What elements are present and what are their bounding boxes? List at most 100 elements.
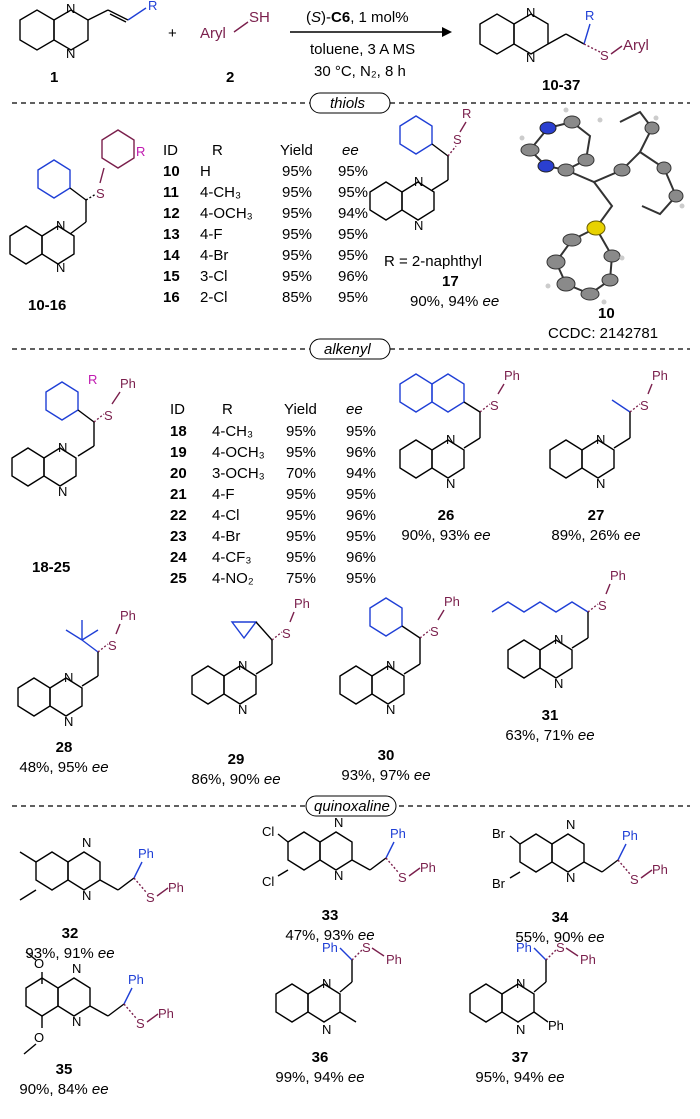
atom-N: N — [446, 476, 455, 491]
structure-10-16: R S N N — [9, 129, 145, 275]
atom-N: N — [334, 815, 343, 830]
atom-N: N — [554, 632, 563, 647]
row-id: 21 — [170, 486, 187, 503]
row-id: 20 — [170, 465, 187, 482]
atom-Ph: Ph — [120, 376, 136, 391]
structure-28: S Ph N N — [17, 608, 136, 729]
compound-result: 55%, 90% ee — [515, 929, 604, 946]
structure-29: S Ph N N — [191, 596, 310, 717]
atom-N: N — [238, 658, 247, 673]
structure-27: S Ph N N — [549, 368, 668, 491]
row-r: 4-Br — [200, 247, 228, 264]
compound-result: 90%, 84% ee — [19, 1081, 108, 1098]
atom-Ph: Ph — [158, 1006, 174, 1021]
compound-result: 48%, 95% ee — [19, 759, 108, 776]
atom-Ph: Ph — [322, 940, 338, 955]
row-id: 22 — [170, 507, 187, 524]
note-17: R = 2-naphthyl — [384, 253, 482, 270]
atom-Ph: Ph — [504, 368, 520, 383]
row-yield: 95% — [282, 268, 312, 285]
atom-N: N — [322, 1022, 331, 1037]
row-ee: 96% — [346, 549, 376, 566]
structure-30: S Ph N N — [339, 594, 460, 717]
compound-label: 28 — [56, 739, 73, 756]
product-label: 10-37 — [542, 77, 580, 94]
atom-N: N — [414, 174, 423, 189]
compound-result: 90%, 93% ee — [401, 527, 490, 544]
atom-S: S — [630, 872, 639, 887]
atom-N: N — [554, 676, 563, 691]
row-id: 19 — [170, 444, 187, 461]
plus-sign: + — [168, 25, 177, 42]
atom-Br: Br — [492, 876, 506, 891]
atom-Ph: Ph — [516, 940, 532, 955]
substrate-label: 1 — [50, 69, 58, 86]
compound-label: 33 — [322, 907, 339, 924]
conditions-temp: 30 °C, N₂, 8 h — [314, 63, 406, 80]
atom-R: R — [462, 106, 471, 121]
atom-N: N — [446, 432, 455, 447]
row-id: 11 — [163, 184, 179, 201]
col-r: R — [222, 401, 233, 418]
col-ee: ee — [346, 401, 363, 418]
row-r: 4-OCH₃ — [200, 205, 253, 222]
atom-N: N — [596, 476, 605, 491]
row-id: 15 — [163, 268, 180, 285]
atom-N: N — [82, 888, 91, 903]
structure-31: S Ph N N — [491, 568, 626, 691]
row-r: 4-CH₃ — [212, 423, 253, 440]
atom-Ph: Ph — [138, 846, 154, 861]
atom-Ph: Ph — [622, 828, 638, 843]
row-id: 14 — [163, 247, 180, 264]
section-label-thiols: thiols — [330, 95, 366, 112]
atom-N: N — [72, 961, 81, 976]
atom-S: S — [598, 598, 607, 613]
atom-S: S — [556, 940, 565, 955]
atom-N: N — [238, 702, 247, 717]
compound-result: 95%, 94% ee — [475, 1069, 564, 1086]
row-id: 25 — [170, 570, 187, 587]
atom-Ph: Ph — [386, 952, 402, 967]
catalyst-text: (S)-C6, 1 mol% — [306, 9, 409, 26]
row-r: 4-F — [212, 486, 235, 503]
atom-Ph: Ph — [128, 972, 144, 987]
atom-Ph: Ph — [652, 368, 668, 383]
row-r: 4-F — [200, 226, 223, 243]
atom-N: N — [334, 868, 343, 883]
atom-Ph: Ph — [580, 952, 596, 967]
compound-label: 35 — [56, 1061, 73, 1078]
atom-S: S — [490, 398, 499, 413]
conditions-solvent: toluene, 3 A MS — [310, 41, 415, 58]
row-ee: 94% — [338, 205, 368, 222]
structure-37: Ph S Ph N N Ph — [469, 940, 596, 1037]
label-10-16: 10-16 — [28, 297, 66, 314]
compound-result: 86%, 90% ee — [191, 771, 280, 788]
atom-N: N — [58, 484, 67, 499]
row-yield: 95% — [286, 507, 316, 524]
col-r: R — [212, 142, 223, 159]
row-id: 18 — [170, 423, 187, 440]
atom-S: S — [136, 1016, 145, 1031]
atom-N: N — [386, 702, 395, 717]
atom-S: S — [398, 870, 407, 885]
row-yield: 85% — [282, 289, 312, 306]
scheme-header: N N R 1 + Aryl SH 2 (S)-C6, 1 mol% tolue… — [19, 0, 649, 94]
atom-S: S — [146, 890, 155, 905]
substrate-1-structure: N N R — [19, 0, 157, 61]
atom-N: N — [64, 714, 73, 729]
row-ee: 95% — [338, 289, 368, 306]
atom-S: S — [453, 132, 462, 147]
compound-label: 30 — [378, 747, 395, 764]
row-yield: 75% — [286, 570, 316, 587]
row-yield: 95% — [286, 528, 316, 545]
row-id: 24 — [170, 549, 187, 566]
atom-Ph: Ph — [548, 1018, 564, 1033]
label-xray: 10 — [598, 305, 615, 322]
atom-Ph: Ph — [652, 862, 668, 877]
row-yield: 95% — [286, 486, 316, 503]
row-r: H — [200, 163, 211, 180]
